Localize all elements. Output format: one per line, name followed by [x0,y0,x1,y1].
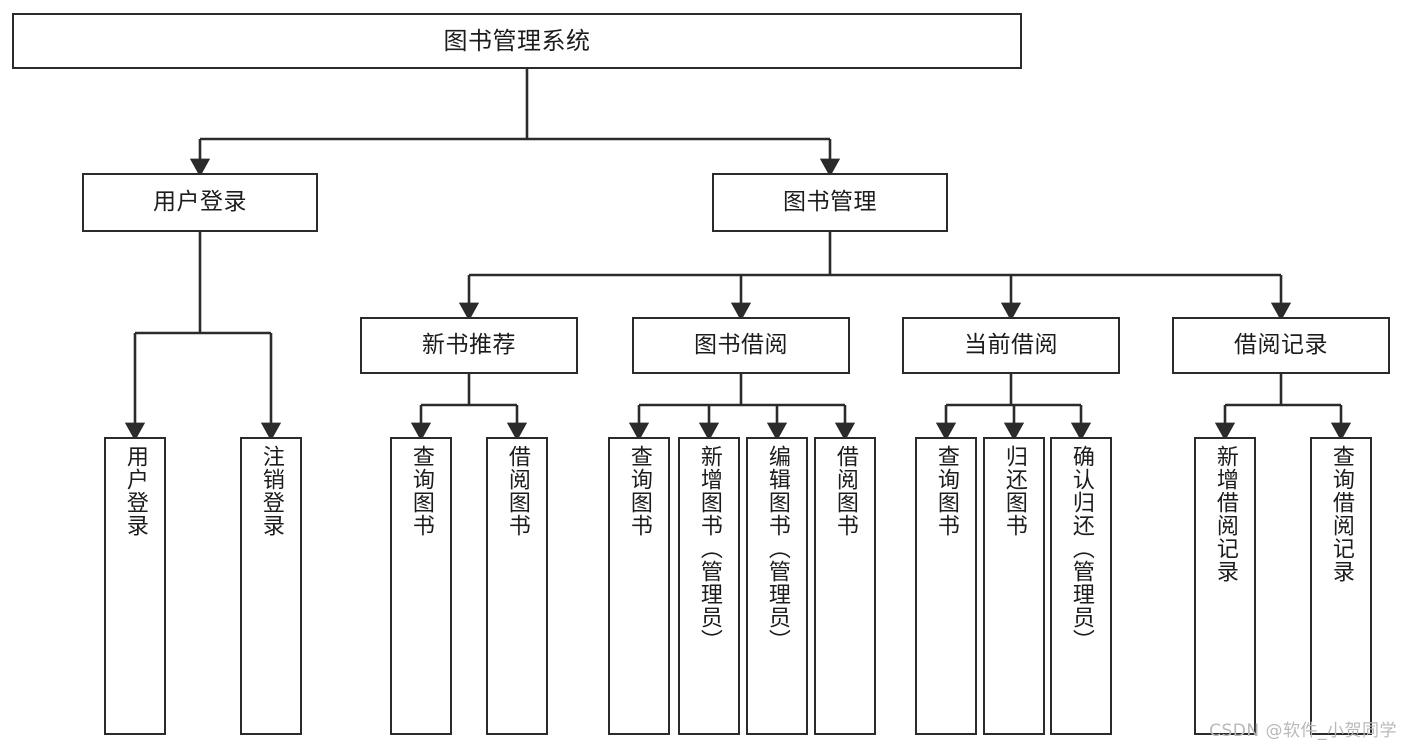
node-new-book-recommend-label: 新书推荐 [422,332,516,359]
node-leaf-user-login[interactable]: 用户登录 [104,437,166,735]
node-leaf-query-book-3[interactable]: 查询图书 [915,437,977,735]
node-leaf-query-book-2-label: 查询图书 [626,445,652,537]
node-current-borrow-label: 当前借阅 [964,332,1058,359]
node-leaf-query-book-1-label: 查询图书 [408,445,434,537]
node-leaf-borrow-book-1-label: 借阅图书 [504,445,530,537]
node-leaf-add-book-label: 新增图书（管理员） [696,445,722,652]
node-leaf-return-book[interactable]: 归还图书 [983,437,1045,735]
node-new-book-recommend[interactable]: 新书推荐 [360,317,578,374]
node-user-login[interactable]: 用户登录 [82,173,318,232]
node-leaf-query-book-2[interactable]: 查询图书 [608,437,670,735]
node-leaf-borrow-book-1[interactable]: 借阅图书 [486,437,548,735]
node-leaf-edit-book[interactable]: 编辑图书（管理员） [746,437,808,735]
node-leaf-add-record-label: 新增借阅记录 [1212,445,1238,583]
node-book-manage-label: 图书管理 [783,189,877,216]
node-root[interactable]: 图书管理系统 [12,13,1022,69]
node-leaf-confirm-return-label: 确认归还（管理员） [1068,445,1094,652]
node-book-borrow[interactable]: 图书借阅 [632,317,850,374]
node-borrow-record-label: 借阅记录 [1234,332,1328,359]
node-leaf-user-login-label: 用户登录 [122,445,148,537]
node-borrow-record[interactable]: 借阅记录 [1172,317,1390,374]
node-leaf-return-book-label: 归还图书 [1001,445,1027,537]
node-leaf-borrow-book-2-label: 借阅图书 [832,445,858,537]
node-leaf-query-record-label: 查询借阅记录 [1328,445,1354,583]
node-leaf-add-record[interactable]: 新增借阅记录 [1194,437,1256,735]
node-book-borrow-label: 图书借阅 [694,332,788,359]
node-leaf-borrow-book-2[interactable]: 借阅图书 [814,437,876,735]
node-leaf-edit-book-label: 编辑图书（管理员） [764,445,790,652]
node-leaf-logout[interactable]: 注销登录 [240,437,302,735]
node-leaf-query-book-1[interactable]: 查询图书 [390,437,452,735]
node-current-borrow[interactable]: 当前借阅 [902,317,1120,374]
node-user-login-label: 用户登录 [153,189,247,216]
node-leaf-query-record[interactable]: 查询借阅记录 [1310,437,1372,735]
node-leaf-query-book-3-label: 查询图书 [933,445,959,537]
node-leaf-add-book[interactable]: 新增图书（管理员） [678,437,740,735]
csdn-watermark: CSDN @软件_小贺同学 [1209,721,1397,741]
node-root-label: 图书管理系统 [443,27,591,55]
node-leaf-logout-label: 注销登录 [258,445,284,537]
node-book-manage[interactable]: 图书管理 [712,173,948,232]
node-leaf-confirm-return[interactable]: 确认归还（管理员） [1050,437,1112,735]
